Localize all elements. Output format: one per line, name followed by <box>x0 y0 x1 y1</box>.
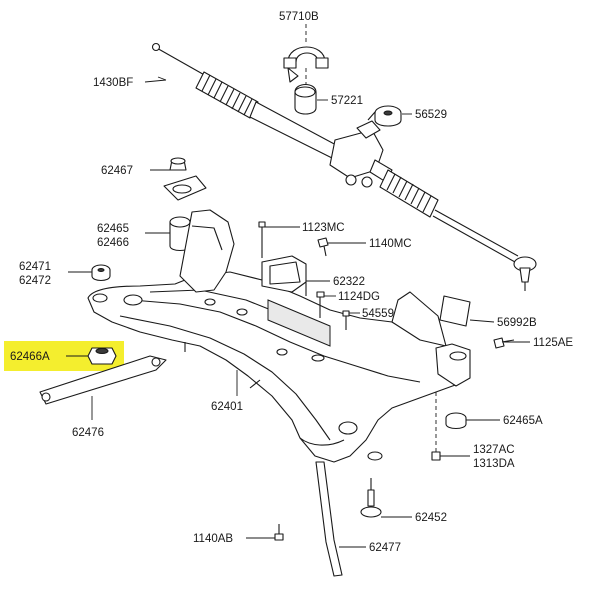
bolt-1140MC <box>317 237 329 257</box>
label-1313DA: 1313DA <box>473 458 515 470</box>
label-1140MC: 1140MC <box>369 238 412 250</box>
label-62471: 62471 <box>19 261 51 273</box>
label-62476: 62476 <box>72 427 104 439</box>
bolt-1123MC <box>258 221 266 258</box>
bolt-1125AE <box>493 337 515 349</box>
label-1140AB: 1140AB <box>193 533 233 545</box>
bushing-62465A <box>445 412 467 430</box>
label-57221: 57221 <box>331 95 363 107</box>
label-56529: 56529 <box>415 109 447 121</box>
left-boot <box>195 71 259 119</box>
washer-56529 <box>374 105 402 127</box>
steering-gear-assembly <box>151 42 537 291</box>
pinion-housing <box>329 111 384 188</box>
label-57710B: 57710B <box>279 11 319 23</box>
clamp-57710B <box>283 46 329 83</box>
mount-62322 <box>261 255 307 296</box>
label-1123MC: 1123MC <box>302 222 345 234</box>
label-1124DG: 1124DG <box>338 291 380 303</box>
leader-lines <box>66 24 530 548</box>
label-62466: 62466 <box>97 237 129 249</box>
label-54559: 54559 <box>362 308 394 320</box>
label-1125AE: 1125AE <box>533 337 573 349</box>
washer-62467 <box>169 157 187 171</box>
tie-rod-end <box>513 256 537 291</box>
label-62452: 62452 <box>415 512 447 524</box>
subframe-62401 <box>87 175 471 463</box>
right-boot <box>379 169 439 218</box>
label-62465A: 62465A <box>503 415 543 427</box>
stud-54559 <box>342 310 350 330</box>
stay-62477 <box>315 461 343 577</box>
label-1430BF: 1430BF <box>93 77 133 89</box>
nut-62471 <box>91 264 111 282</box>
label-62466A: 62466A <box>10 351 50 363</box>
label-56992B: 56992B <box>497 317 537 329</box>
label-62472: 62472 <box>19 275 51 287</box>
stay-bar-62476 <box>39 355 167 405</box>
bolt-1140AB <box>274 524 284 541</box>
bolt-1327AC <box>431 392 441 461</box>
label-62477: 62477 <box>369 542 401 554</box>
label-62467: 62467 <box>101 165 133 177</box>
bolt-1124DG <box>316 291 325 318</box>
bolt-62452 <box>360 478 382 518</box>
label-62401: 62401 <box>211 401 243 413</box>
label-62322: 62322 <box>333 276 365 288</box>
label-62465: 62465 <box>97 223 129 235</box>
part-labels: 57710B 1430BF 57221 56529 62467 62465 62… <box>10 11 573 554</box>
nut-62466A <box>87 347 117 365</box>
bushing-57221 <box>294 83 317 115</box>
label-1327AC: 1327AC <box>473 444 515 456</box>
plate-56992B <box>439 295 471 327</box>
